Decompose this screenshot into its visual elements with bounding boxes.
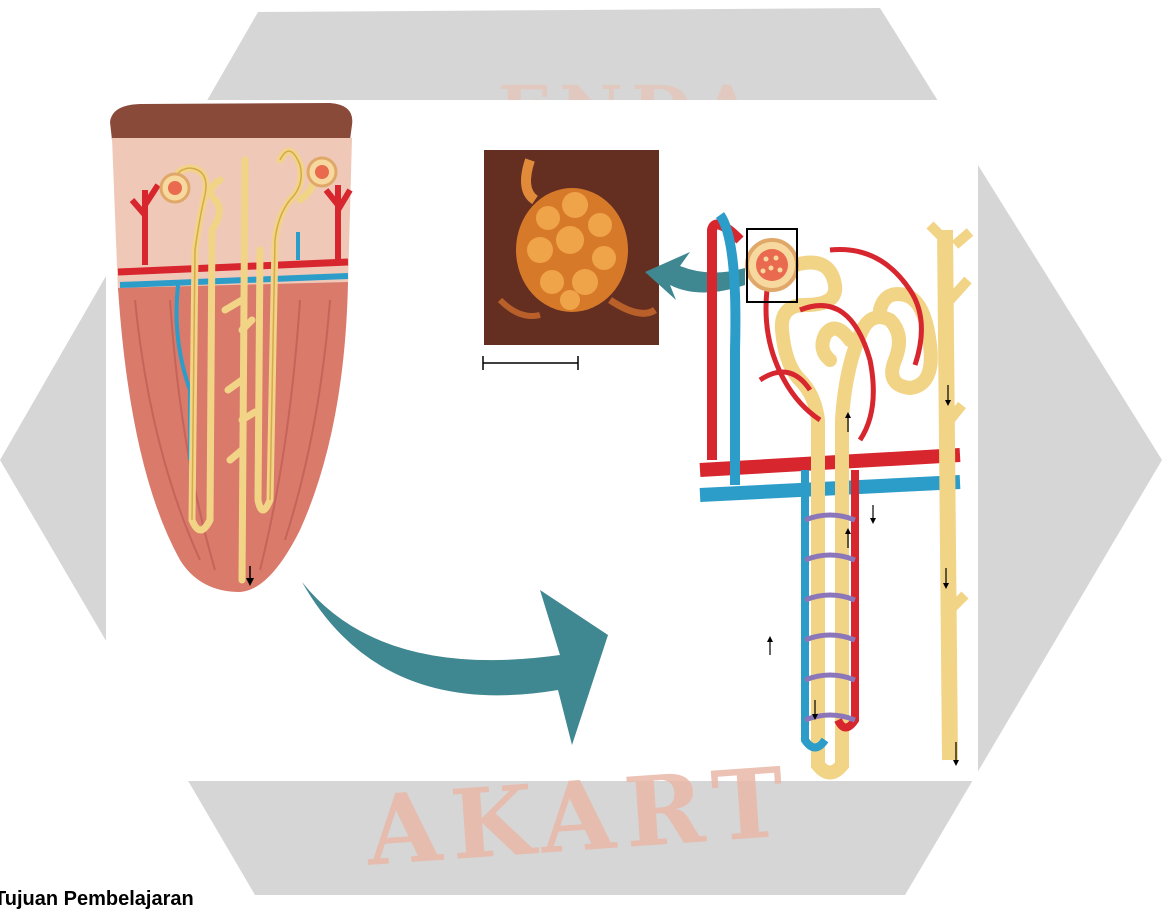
glomerulus-micrograph bbox=[483, 150, 659, 370]
zoom-arrow-large bbox=[302, 582, 608, 745]
section-heading: Tujuan Pembelajaran bbox=[0, 888, 194, 911]
scale-bar bbox=[483, 356, 578, 370]
nephron-detail-illustration bbox=[700, 215, 970, 773]
renal-pyramid-illustration bbox=[110, 103, 352, 592]
